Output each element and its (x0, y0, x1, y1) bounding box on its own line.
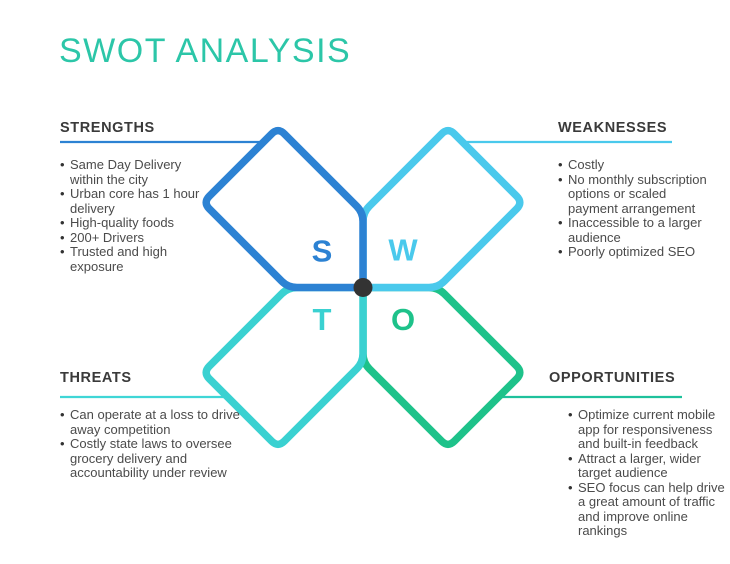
list-item: SEO focus can help drive a great amount … (568, 480, 730, 539)
letter-o: O (391, 302, 415, 337)
list-item: Trusted and high exposure (60, 244, 260, 274)
strengths-heading: STRENGTHS (60, 120, 155, 136)
page-title: SWOT ANALYSIS (59, 32, 352, 70)
opportunities-petal (359, 283, 524, 449)
letter-s: S (312, 234, 333, 269)
weaknesses-petal (359, 126, 524, 292)
list-item: Attract a larger, wider target audience (568, 451, 730, 481)
opportunities-list: Optimize current mobile app for responsi… (568, 407, 730, 539)
weaknesses-list: CostlyNo monthly subscription options or… (558, 157, 730, 260)
weaknesses-heading: WEAKNESSES (558, 120, 668, 136)
opportunities-heading: OPPORTUNITIES (549, 370, 676, 386)
list-item: Urban core has 1 hour delivery (60, 186, 260, 216)
threats-heading: THREATS (60, 370, 132, 386)
list-item: Inaccessible to a larger audience (558, 215, 730, 245)
list-item: 200+ Drivers (60, 230, 260, 246)
list-item: Optimize current mobile app for responsi… (568, 407, 730, 452)
list-item: Costly state laws to oversee grocery del… (60, 436, 260, 481)
list-item: Same Day Delivery within the city (60, 157, 260, 187)
letter-t: T (313, 302, 332, 337)
center-dot-icon (353, 278, 373, 297)
threats-list: Can operate at a loss to drive away comp… (60, 407, 260, 481)
letter-w: W (388, 233, 418, 268)
list-item: High-quality foods (60, 215, 260, 231)
list-item: Costly (558, 157, 730, 173)
strengths-list: Same Day Delivery within the cityUrban c… (60, 157, 260, 274)
list-item: No monthly subscription options or scale… (558, 172, 730, 217)
list-item: Can operate at a loss to drive away comp… (60, 407, 260, 437)
list-item: Poorly optimized SEO (558, 244, 730, 260)
